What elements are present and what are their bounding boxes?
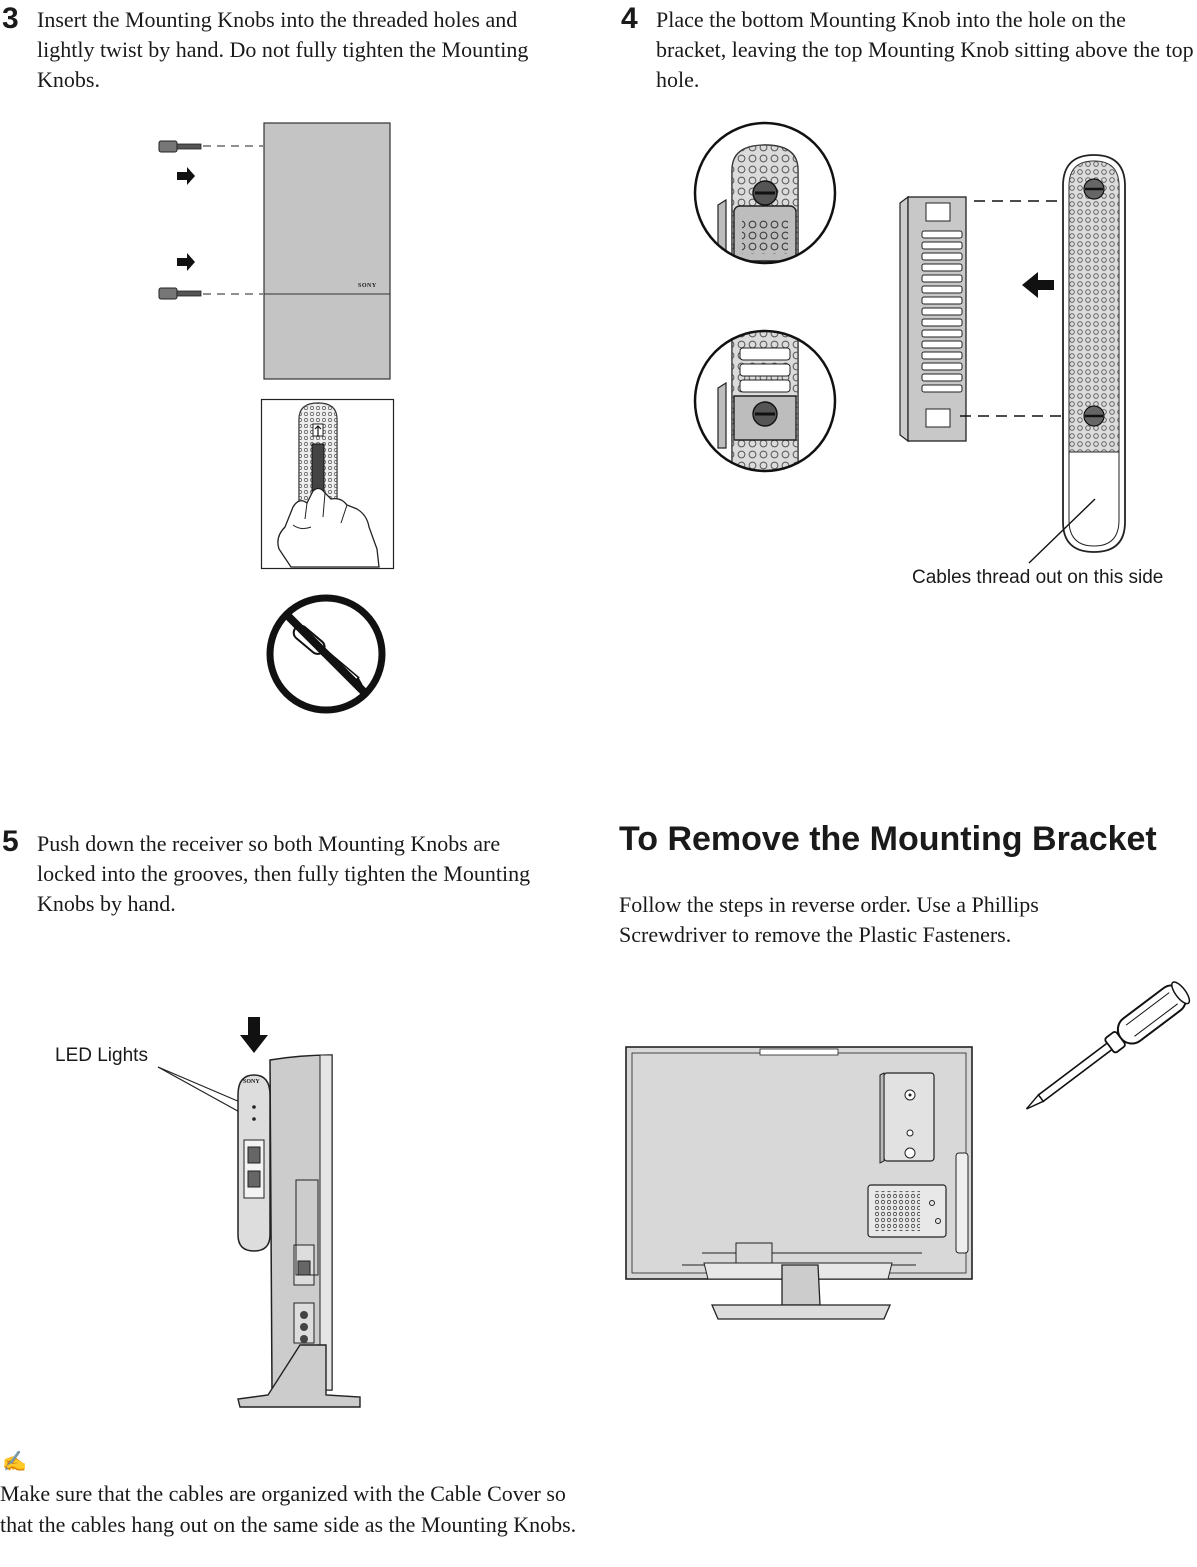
pencil-note-icon: ✍	[2, 1451, 27, 1473]
cable-organization-note: Make sure that the cables are organized …	[0, 1481, 577, 1537]
down-arrow-icon	[240, 1017, 268, 1053]
alignment-guides	[960, 200, 1068, 417]
mounting-bracket-illustration	[899, 195, 967, 443]
remove-instructions: Follow the steps in reverse order. Use a…	[619, 892, 1039, 947]
insert-arrow-icon	[177, 253, 195, 271]
section-heading-remove-bracket: To Remove the Mounting Bracket	[619, 820, 1157, 858]
knob-in-hole-detail	[693, 329, 837, 473]
sony-logo: SONY	[358, 283, 377, 289]
mounting-knob-bottom	[158, 287, 202, 300]
sony-logo: SONY	[243, 1079, 260, 1085]
step-3-number: 3	[2, 2, 19, 35]
receiver-unit-illustration	[1062, 154, 1126, 553]
insert-arrow-icon	[177, 167, 195, 185]
step-4-number: 4	[621, 2, 638, 35]
tv-side-with-receiver-illustration	[157, 1017, 361, 1408]
step-5-text: Push down the receiver so both Mounting …	[37, 831, 531, 916]
step-4-text: Place the bottom Mounting Knob into the …	[656, 7, 1194, 92]
no-screwdriver-icon	[266, 594, 386, 714]
tv-rear-illustration	[625, 1046, 973, 1320]
knob-above-hole-detail	[693, 121, 837, 265]
hand-twisting-knob-illustration	[260, 398, 395, 570]
receiver-knob-insertion-illustration	[158, 122, 391, 380]
step-5-number: 5	[2, 825, 19, 858]
bracket-slots	[921, 230, 963, 393]
cables-callout: Cables thread out on this side	[912, 567, 1164, 588]
mounting-knob-top	[158, 140, 202, 153]
phillips-screwdriver-icon	[1025, 981, 1191, 1110]
led-lights-callout: LED Lights	[55, 1045, 148, 1066]
step-3-text: Insert the Mounting Knobs into the threa…	[37, 7, 529, 92]
left-arrow-icon	[1022, 272, 1054, 298]
